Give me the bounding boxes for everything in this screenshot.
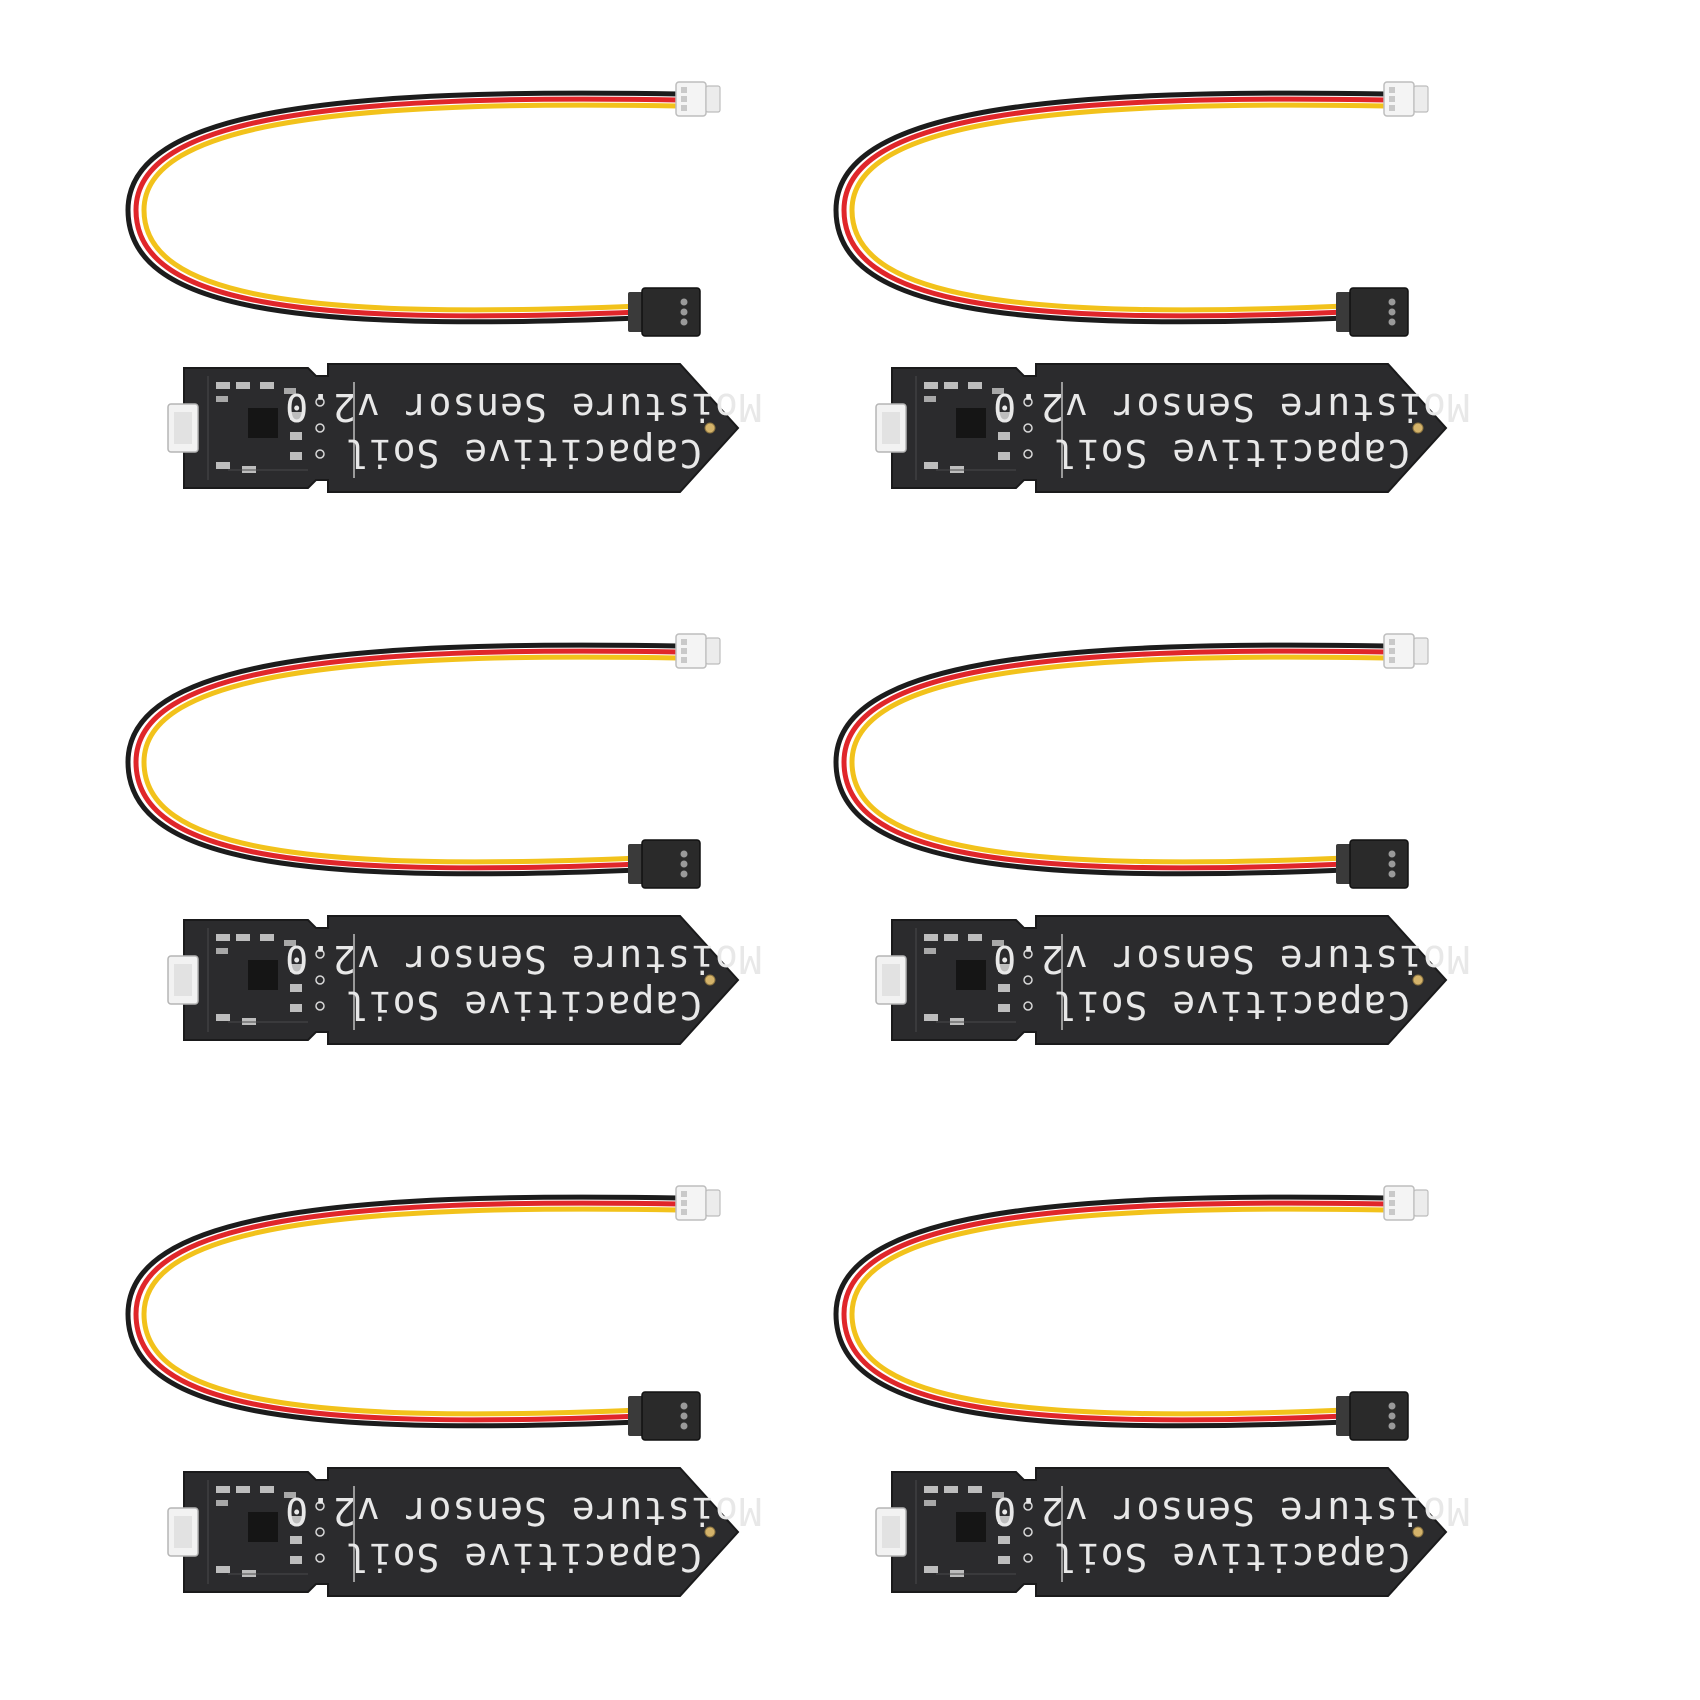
unit-5: Capacitive Soil Moisture Sensor v2.0 bbox=[128, 1186, 762, 1596]
board-label-line-2: Moisture Sensor v2.0 bbox=[992, 937, 1470, 981]
board-label-line-1: Capacitive Soil bbox=[1052, 431, 1410, 475]
unit-2: Capacitive Soil Moisture Sensor v2.0 bbox=[836, 82, 1470, 492]
board-label-line-1: Capacitive Soil bbox=[1052, 1535, 1410, 1579]
unit-3: Capacitive Soil Moisture Sensor v2.0 bbox=[128, 634, 762, 1044]
unit-1: Capacitive Soil Moisture Sensor v2.0 bbox=[128, 82, 762, 492]
board-label-line-2: Moisture Sensor v2.0 bbox=[992, 1489, 1470, 1533]
unit-4: Capacitive Soil Moisture Sensor v2.0 bbox=[836, 634, 1470, 1044]
board-label-line-2: Moisture Sensor v2.0 bbox=[284, 937, 762, 981]
board-label-line-1: Capacitive Soil bbox=[344, 983, 702, 1027]
board-label-line-2: Moisture Sensor v2.0 bbox=[992, 385, 1470, 429]
board-label-line-1: Capacitive Soil bbox=[344, 431, 702, 475]
unit-6: Capacitive Soil Moisture Sensor v2.0 bbox=[836, 1186, 1470, 1596]
board-label-line-1: Capacitive Soil bbox=[1052, 983, 1410, 1027]
board-label-line-2: Moisture Sensor v2.0 bbox=[284, 385, 762, 429]
board-label-line-2: Moisture Sensor v2.0 bbox=[284, 1489, 762, 1533]
board-label-line-1: Capacitive Soil bbox=[344, 1535, 702, 1579]
